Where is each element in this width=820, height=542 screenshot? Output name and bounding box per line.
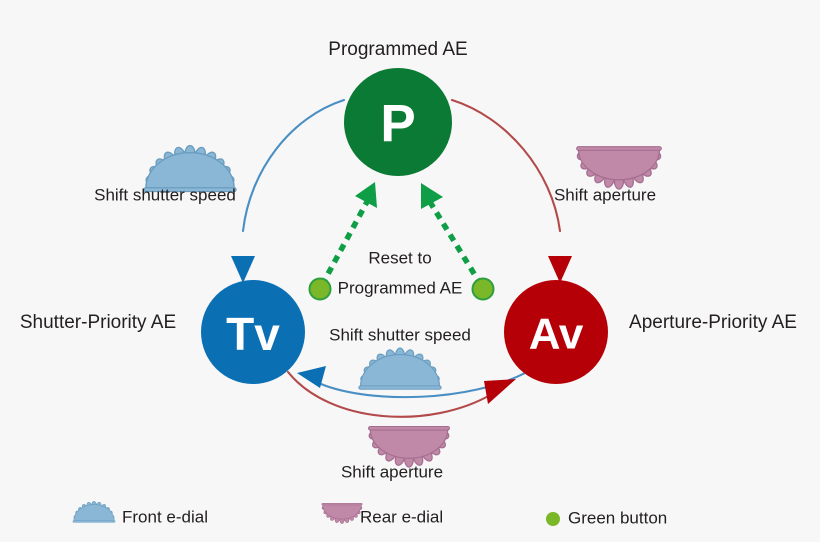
label-reset-line1: Reset to: [368, 248, 431, 267]
legend-item-front-e-dial: Front e-dial: [72, 500, 208, 526]
label-shift-shutter-speed-center: Shift shutter speed: [329, 325, 471, 344]
caption-aperture-priority-ae: Aperture-Priority AE: [629, 312, 797, 333]
front-e-dial-icon-legend: [72, 500, 116, 523]
arc-p-to-av: [450, 98, 572, 283]
front-e-dial-icon-center: [358, 347, 442, 390]
green-button-icon-legend: [546, 512, 560, 526]
rear-e-dial-icon-bottom: [367, 425, 451, 468]
reset-arrow-right: [421, 183, 484, 287]
legend-item-rear-e-dial: Rear e-dial: [321, 502, 443, 526]
reset-arrow-left: [319, 182, 377, 287]
green-button-icon-left: [308, 277, 332, 301]
caption-shutter-priority-ae: Shutter-Priority AE: [20, 312, 176, 333]
node-symbol-tv: Tv: [226, 308, 280, 360]
legend-label-rear-e-dial: Rear e-dial: [360, 507, 443, 526]
legend: Front e-dial Rear e-dial Green button: [72, 500, 667, 527]
node-circle-av: [504, 280, 608, 384]
label-reset-line2: Programmed AE: [338, 278, 463, 297]
arc-p-to-tv: [231, 98, 346, 283]
label-shift-aperture-right: Shift aperture: [554, 185, 656, 204]
legend-label-front-e-dial: Front e-dial: [122, 507, 208, 526]
node-circle-p: [344, 68, 452, 176]
node-aperture-priority-ae[interactable]: Av: [504, 280, 608, 384]
node-shutter-priority-ae[interactable]: Tv: [201, 280, 305, 384]
green-button-icon-right: [471, 277, 495, 301]
node-circle-tv: [201, 280, 305, 384]
node-programmed-ae[interactable]: P: [344, 68, 452, 176]
rear-e-dial-icon-right: [575, 146, 663, 190]
legend-label-green-button: Green button: [568, 508, 667, 527]
node-symbol-av: Av: [529, 310, 584, 359]
label-shift-aperture-bottom: Shift aperture: [341, 462, 443, 481]
node-symbol-p: P: [380, 95, 415, 154]
rear-e-dial-icon-legend: [321, 502, 363, 524]
label-shift-shutter-speed-left: Shift shutter speed: [94, 185, 236, 204]
legend-item-green-button: Green button: [546, 508, 667, 527]
caption-programmed-ae: Programmed AE: [328, 39, 467, 60]
arc-tv-to-av: [286, 370, 516, 418]
